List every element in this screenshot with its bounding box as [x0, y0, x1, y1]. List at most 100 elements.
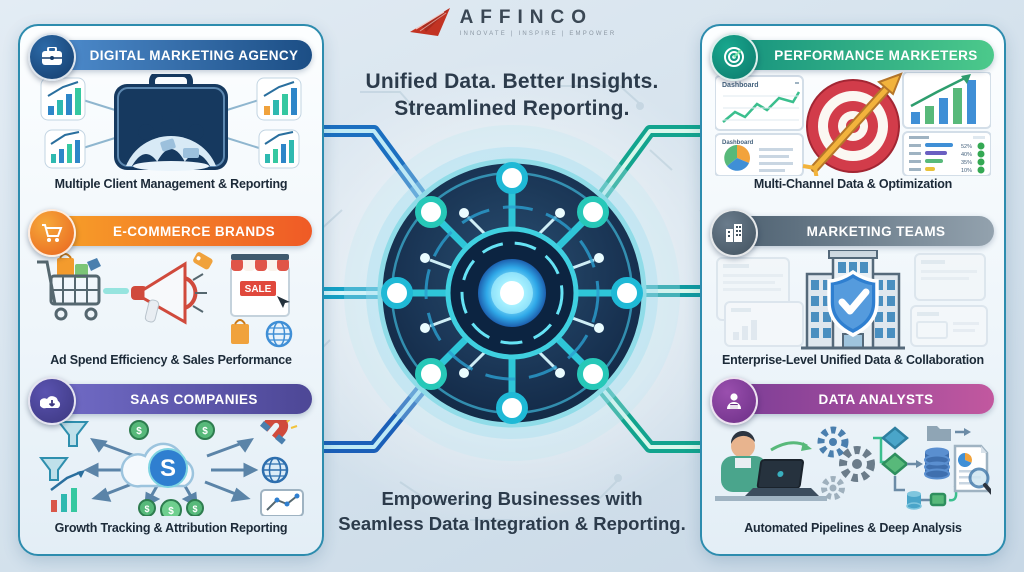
pie-chart-card: Dashboard — [715, 133, 804, 176]
circuit-pattern — [309, 85, 733, 521]
section-saas-companies: SAAS COMPANIES — [20, 370, 322, 535]
logo: AFFINCO INNOVATE | INSPIRE | EMPOWER — [0, 6, 1024, 38]
svg-text:10%: 10% — [961, 168, 972, 174]
bar-chart-card — [902, 72, 991, 129]
banner-title: E-COMMERCE BRANDS — [54, 216, 312, 246]
cloud-s-logo: S — [120, 442, 195, 488]
storefront-icon: SALE — [230, 254, 290, 317]
coin-icon: $ — [138, 499, 156, 516]
banner-title: DATA ANALYSTS — [736, 384, 994, 414]
paper-plane-icon — [409, 8, 450, 36]
analyst-at-laptop — [715, 430, 827, 501]
svg-text:$: $ — [168, 506, 174, 516]
gear-icons — [817, 426, 875, 500]
hub-nodes — [381, 162, 643, 424]
report-magnifier-icon — [953, 444, 991, 495]
footer-line-2: Seamless Data Integration & Reporting. — [338, 513, 686, 534]
banner-saas-companies: SAAS COMPANIES — [28, 377, 314, 425]
right-panel-card: PERFORMANCE MARKETERS Dashboard Dashboar… — [700, 24, 1006, 556]
left-panel-card: DIGITAL MARKETING AGENCY — [18, 24, 324, 556]
price-tag-icon — [193, 252, 213, 270]
briefcase-team — [114, 74, 228, 171]
caption-agency: Multiple Client Management & Reporting — [54, 177, 288, 191]
svg-text:S: S — [160, 455, 176, 482]
target-icon — [710, 33, 758, 81]
headline: Unified Data. Better Insights. Streamlin… — [332, 68, 692, 122]
data-hub — [344, 125, 680, 461]
funnel-icon — [56, 421, 90, 447]
target-arrow-graphic — [802, 72, 903, 176]
marketing-teams-illustration — [702, 250, 1004, 350]
pipeline-flow — [873, 426, 971, 510]
coin-icon: $ — [195, 420, 215, 440]
center-glow — [252, 60, 772, 530]
sale-label: SALE — [245, 284, 272, 295]
headline-line-1: Unified Data. Better Insights. — [365, 70, 659, 93]
saas-illustration: $ $ S $ $ $ — [20, 418, 322, 518]
banner-data-analysts: DATA ANALYSTS — [710, 377, 996, 425]
caption-data-analysts: Automated Pipelines & Deep Analysis — [744, 521, 962, 535]
document-card-icons — [716, 253, 988, 347]
caption-ecommerce: Ad Spend Efficiency & Sales Performance — [50, 353, 292, 367]
funnel-icon-2 — [39, 457, 69, 481]
hub-antennae — [420, 208, 604, 378]
ecommerce-illustration: SALE — [20, 250, 322, 350]
shield-check-icon — [827, 269, 879, 337]
metrics-table-card: 52% 40% 35% 10% — [902, 131, 991, 176]
banner-digital-marketing-agency: DIGITAL MARKETING AGENCY — [28, 33, 314, 81]
svg-text:35%: 35% — [961, 160, 972, 166]
caption-marketing-teams: Enterprise-Level Unified Data & Collabor… — [722, 353, 984, 367]
footer-tagline: Empowering Businesses with Seamless Data… — [322, 486, 702, 536]
svg-text:52%: 52% — [961, 144, 972, 150]
banner-title: SAAS COMPANIES — [54, 384, 312, 414]
scatter-chart-icon — [260, 489, 304, 516]
hub-spokes — [400, 181, 624, 405]
performance-illustration: Dashboard Dashboard — [702, 72, 1004, 176]
building-icon — [710, 209, 758, 257]
shopping-cart-icon — [28, 209, 76, 257]
caption-saas: Growth Tracking & Attribution Reporting — [54, 521, 288, 535]
banner-title: MARKETING TEAMS — [736, 216, 994, 246]
megaphone-icon — [131, 261, 207, 325]
coin-icon: $ — [186, 499, 204, 516]
coin-icon: $ — [160, 499, 182, 516]
svg-text:Dashboard: Dashboard — [722, 140, 754, 146]
section-ecommerce-brands: E-COMMERCE BRANDS — [20, 202, 322, 370]
database-icon — [924, 447, 950, 480]
line-chart-card: Dashboard — [715, 75, 804, 131]
cloud-icon — [28, 377, 76, 425]
small-db-icon — [906, 491, 922, 510]
shopping-bag-icon — [231, 319, 249, 344]
data-analysts-illustration — [702, 418, 1004, 518]
cart-icon — [37, 253, 101, 321]
banner-title: PERFORMANCE MARKETERS — [736, 40, 994, 70]
growth-chart-icon — [50, 470, 85, 512]
footer-line-1: Empowering Businesses with — [381, 488, 643, 509]
globe-icon — [261, 456, 289, 484]
globe-icon — [265, 320, 293, 348]
banner-performance-marketers: PERFORMANCE MARKETERS — [710, 33, 996, 81]
banner-title: DIGITAL MARKETING AGENCY — [54, 40, 312, 70]
banner-marketing-teams: MARKETING TEAMS — [710, 209, 996, 257]
folder-icon — [927, 426, 971, 441]
svg-text:Dashboard: Dashboard — [722, 82, 759, 89]
section-performance-marketers: PERFORMANCE MARKETERS Dashboard Dashboar… — [702, 26, 1004, 202]
section-digital-marketing-agency: DIGITAL MARKETING AGENCY — [20, 26, 322, 202]
magnet-icon — [260, 420, 298, 445]
logo-tagline: INNOVATE | INSPIRE | EMPOWER — [459, 31, 617, 37]
headline-line-2: Streamlined Reporting. — [394, 97, 630, 120]
svg-text:$: $ — [136, 426, 142, 437]
section-data-analysts: DATA ANALYSTS — [702, 370, 1004, 535]
banner-ecommerce-brands: E-COMMERCE BRANDS — [28, 209, 314, 257]
chart-card-icons — [40, 77, 302, 169]
svg-text:$: $ — [202, 426, 208, 437]
caption-performance: Multi-Channel Data & Optimization — [753, 177, 953, 191]
logo-name: AFFINCO — [459, 7, 594, 28]
svg-text:40%: 40% — [961, 152, 972, 158]
analyst-icon — [710, 377, 758, 425]
briefcase-icon — [28, 33, 76, 81]
svg-text:$: $ — [144, 504, 149, 514]
section-marketing-teams: MARKETING TEAMS — [702, 202, 1004, 370]
coin-icon: $ — [129, 420, 149, 440]
